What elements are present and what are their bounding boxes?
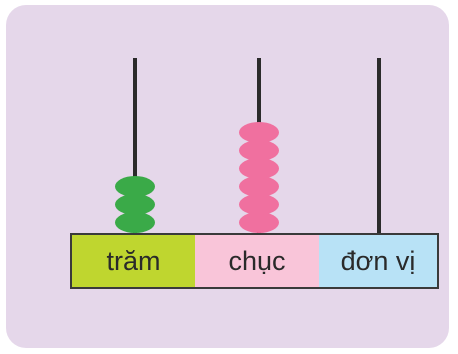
place-label-tens: chục [195, 233, 321, 289]
abacus-bead [115, 176, 155, 197]
place-label-hundreds: trăm [70, 233, 197, 289]
abacus-bead [115, 194, 155, 215]
rod-hundreds [133, 58, 137, 234]
abacus-card [6, 5, 449, 348]
abacus-bead [239, 212, 279, 233]
abacus-bead [239, 158, 279, 179]
abacus-bead [239, 140, 279, 161]
place-label-units: đơn vị [319, 233, 439, 289]
abacus-bead [239, 176, 279, 197]
rod-units [377, 58, 381, 234]
abacus-bead [115, 212, 155, 233]
abacus-bead [239, 122, 279, 143]
abacus-bead [239, 194, 279, 215]
